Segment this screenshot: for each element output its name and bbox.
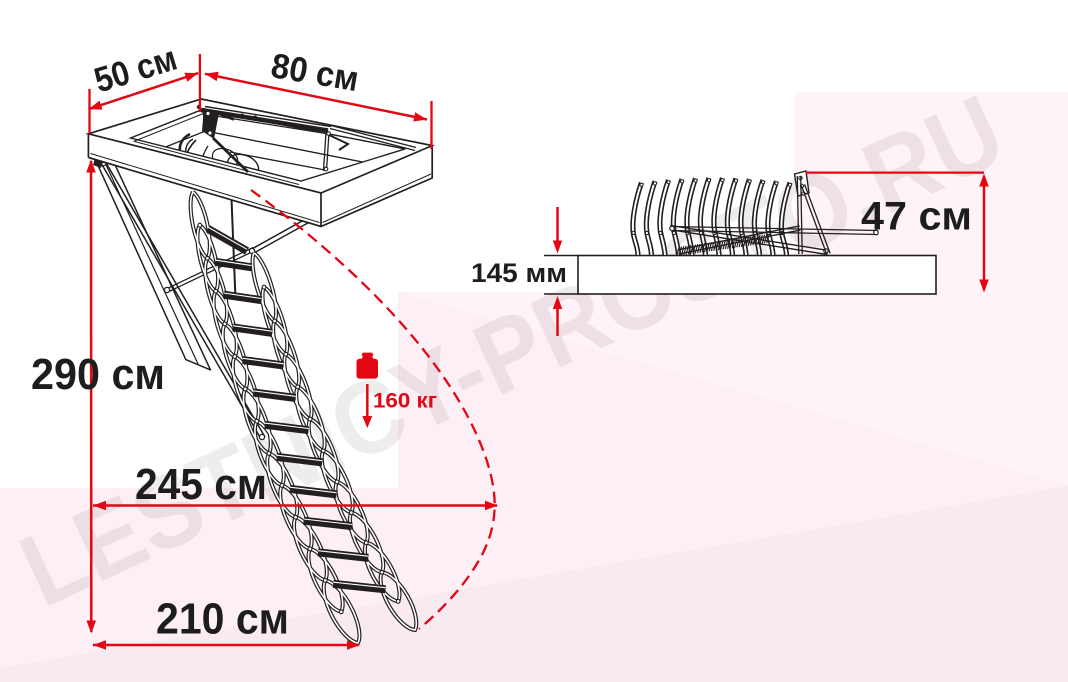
svg-text:245 см: 245 см bbox=[135, 460, 267, 509]
svg-text:145 мм: 145 мм bbox=[471, 258, 567, 288]
svg-text:47 см: 47 см bbox=[861, 195, 972, 239]
svg-text:160 кг: 160 кг bbox=[373, 389, 437, 413]
svg-text:290 см: 290 см bbox=[31, 350, 165, 399]
svg-text:210 см: 210 см bbox=[156, 595, 289, 644]
